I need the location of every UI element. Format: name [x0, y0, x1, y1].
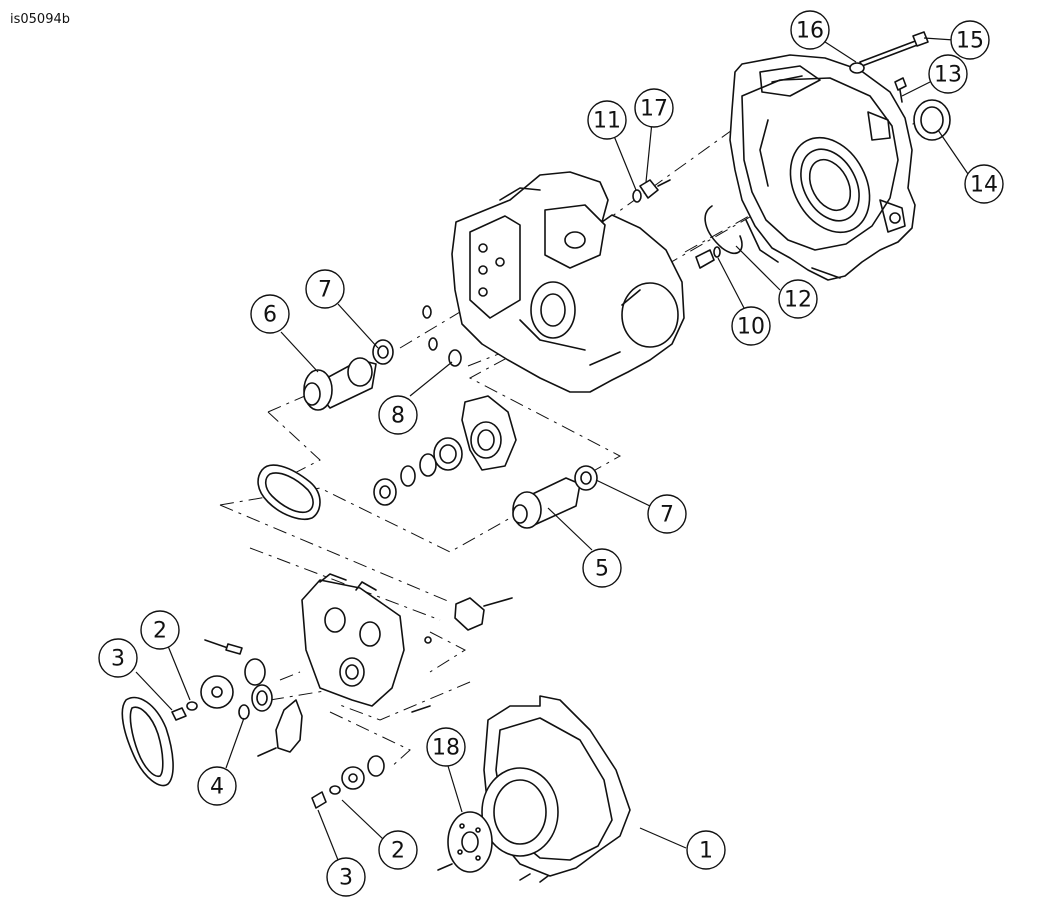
cam-support-pump	[373, 395, 517, 506]
callout-balloon	[634, 88, 674, 128]
cam-cover	[481, 695, 631, 883]
front-camshaft	[512, 465, 598, 529]
callout-number: 18	[432, 736, 460, 761]
rear-camshaft	[303, 339, 394, 411]
callout-3: 3	[98, 638, 138, 678]
callout-number: 11	[593, 109, 621, 134]
callout-balloon	[250, 294, 290, 334]
callout-balloon	[647, 494, 687, 534]
callout-number: 7	[660, 503, 674, 528]
callout-13: 13	[928, 54, 968, 94]
callout-17: 17	[634, 88, 674, 128]
callout-number: 7	[318, 278, 332, 303]
callout-balloon	[587, 100, 627, 140]
callout-number: 6	[263, 303, 277, 328]
callout-balloon	[731, 306, 771, 346]
callout-balloon	[197, 766, 237, 806]
callout-7: 7	[647, 494, 687, 534]
callout-number: 10	[737, 315, 765, 340]
callout-number: 3	[339, 866, 353, 891]
callout-number: 4	[210, 775, 224, 800]
callout-number: 15	[956, 29, 984, 54]
callout-number: 1	[699, 839, 713, 864]
callout-balloon	[140, 610, 180, 650]
callout-16: 16	[790, 10, 830, 50]
secondary-cam-chain	[121, 696, 174, 787]
flange-plate	[437, 811, 493, 873]
callout-balloon	[378, 830, 418, 870]
callout-3: 3	[326, 857, 366, 897]
callout-1: 1	[686, 830, 726, 870]
leader-lines	[135, 37, 969, 861]
callout-number: 2	[153, 619, 167, 644]
cam-plate	[301, 573, 513, 713]
left-sprocket-group	[171, 639, 303, 757]
callout-7: 7	[305, 269, 345, 309]
callout-number: 5	[595, 557, 609, 582]
callout-balloon	[326, 857, 366, 897]
callout-balloon	[686, 830, 726, 870]
callout-6: 6	[250, 294, 290, 334]
callout-2: 2	[378, 830, 418, 870]
callout-balloon	[378, 395, 418, 435]
callout-11: 11	[587, 100, 627, 140]
dowels-and-orings	[422, 179, 743, 367]
callout-balloon	[928, 54, 968, 94]
callout-number: 3	[111, 647, 125, 672]
callout-number: 17	[640, 97, 668, 122]
callout-balloon	[305, 269, 345, 309]
callout-balloon	[964, 164, 1004, 204]
callout-number: 14	[970, 173, 998, 198]
right-crankcase-half	[729, 54, 916, 281]
callout-balloon	[778, 279, 818, 319]
callout-number: 16	[796, 19, 824, 44]
callout-10: 10	[731, 306, 771, 346]
callout-number: 13	[934, 63, 962, 88]
bottom-sprocket-group	[311, 755, 385, 809]
callout-8: 8	[378, 395, 418, 435]
callout-15: 15	[950, 20, 990, 60]
callout-balloon	[950, 20, 990, 60]
bolt-washer-seal-group	[849, 31, 951, 141]
callout-number: 8	[391, 404, 405, 429]
callout-5: 5	[582, 548, 622, 588]
callout-number: 2	[391, 839, 405, 864]
primary-cam-chain	[257, 464, 321, 520]
figure-id: is05094b	[10, 12, 70, 27]
left-crankcase-half	[451, 171, 685, 393]
callout-14: 14	[964, 164, 1004, 204]
callout-balloon	[582, 548, 622, 588]
callout-4: 4	[197, 766, 237, 806]
callout-balloon	[426, 727, 466, 767]
callout-12: 12	[778, 279, 818, 319]
callout-balloon	[790, 10, 830, 50]
callout-number: 12	[784, 288, 812, 313]
callout-18: 18	[426, 727, 466, 767]
callout-2: 2	[140, 610, 180, 650]
callout-balloon	[98, 638, 138, 678]
